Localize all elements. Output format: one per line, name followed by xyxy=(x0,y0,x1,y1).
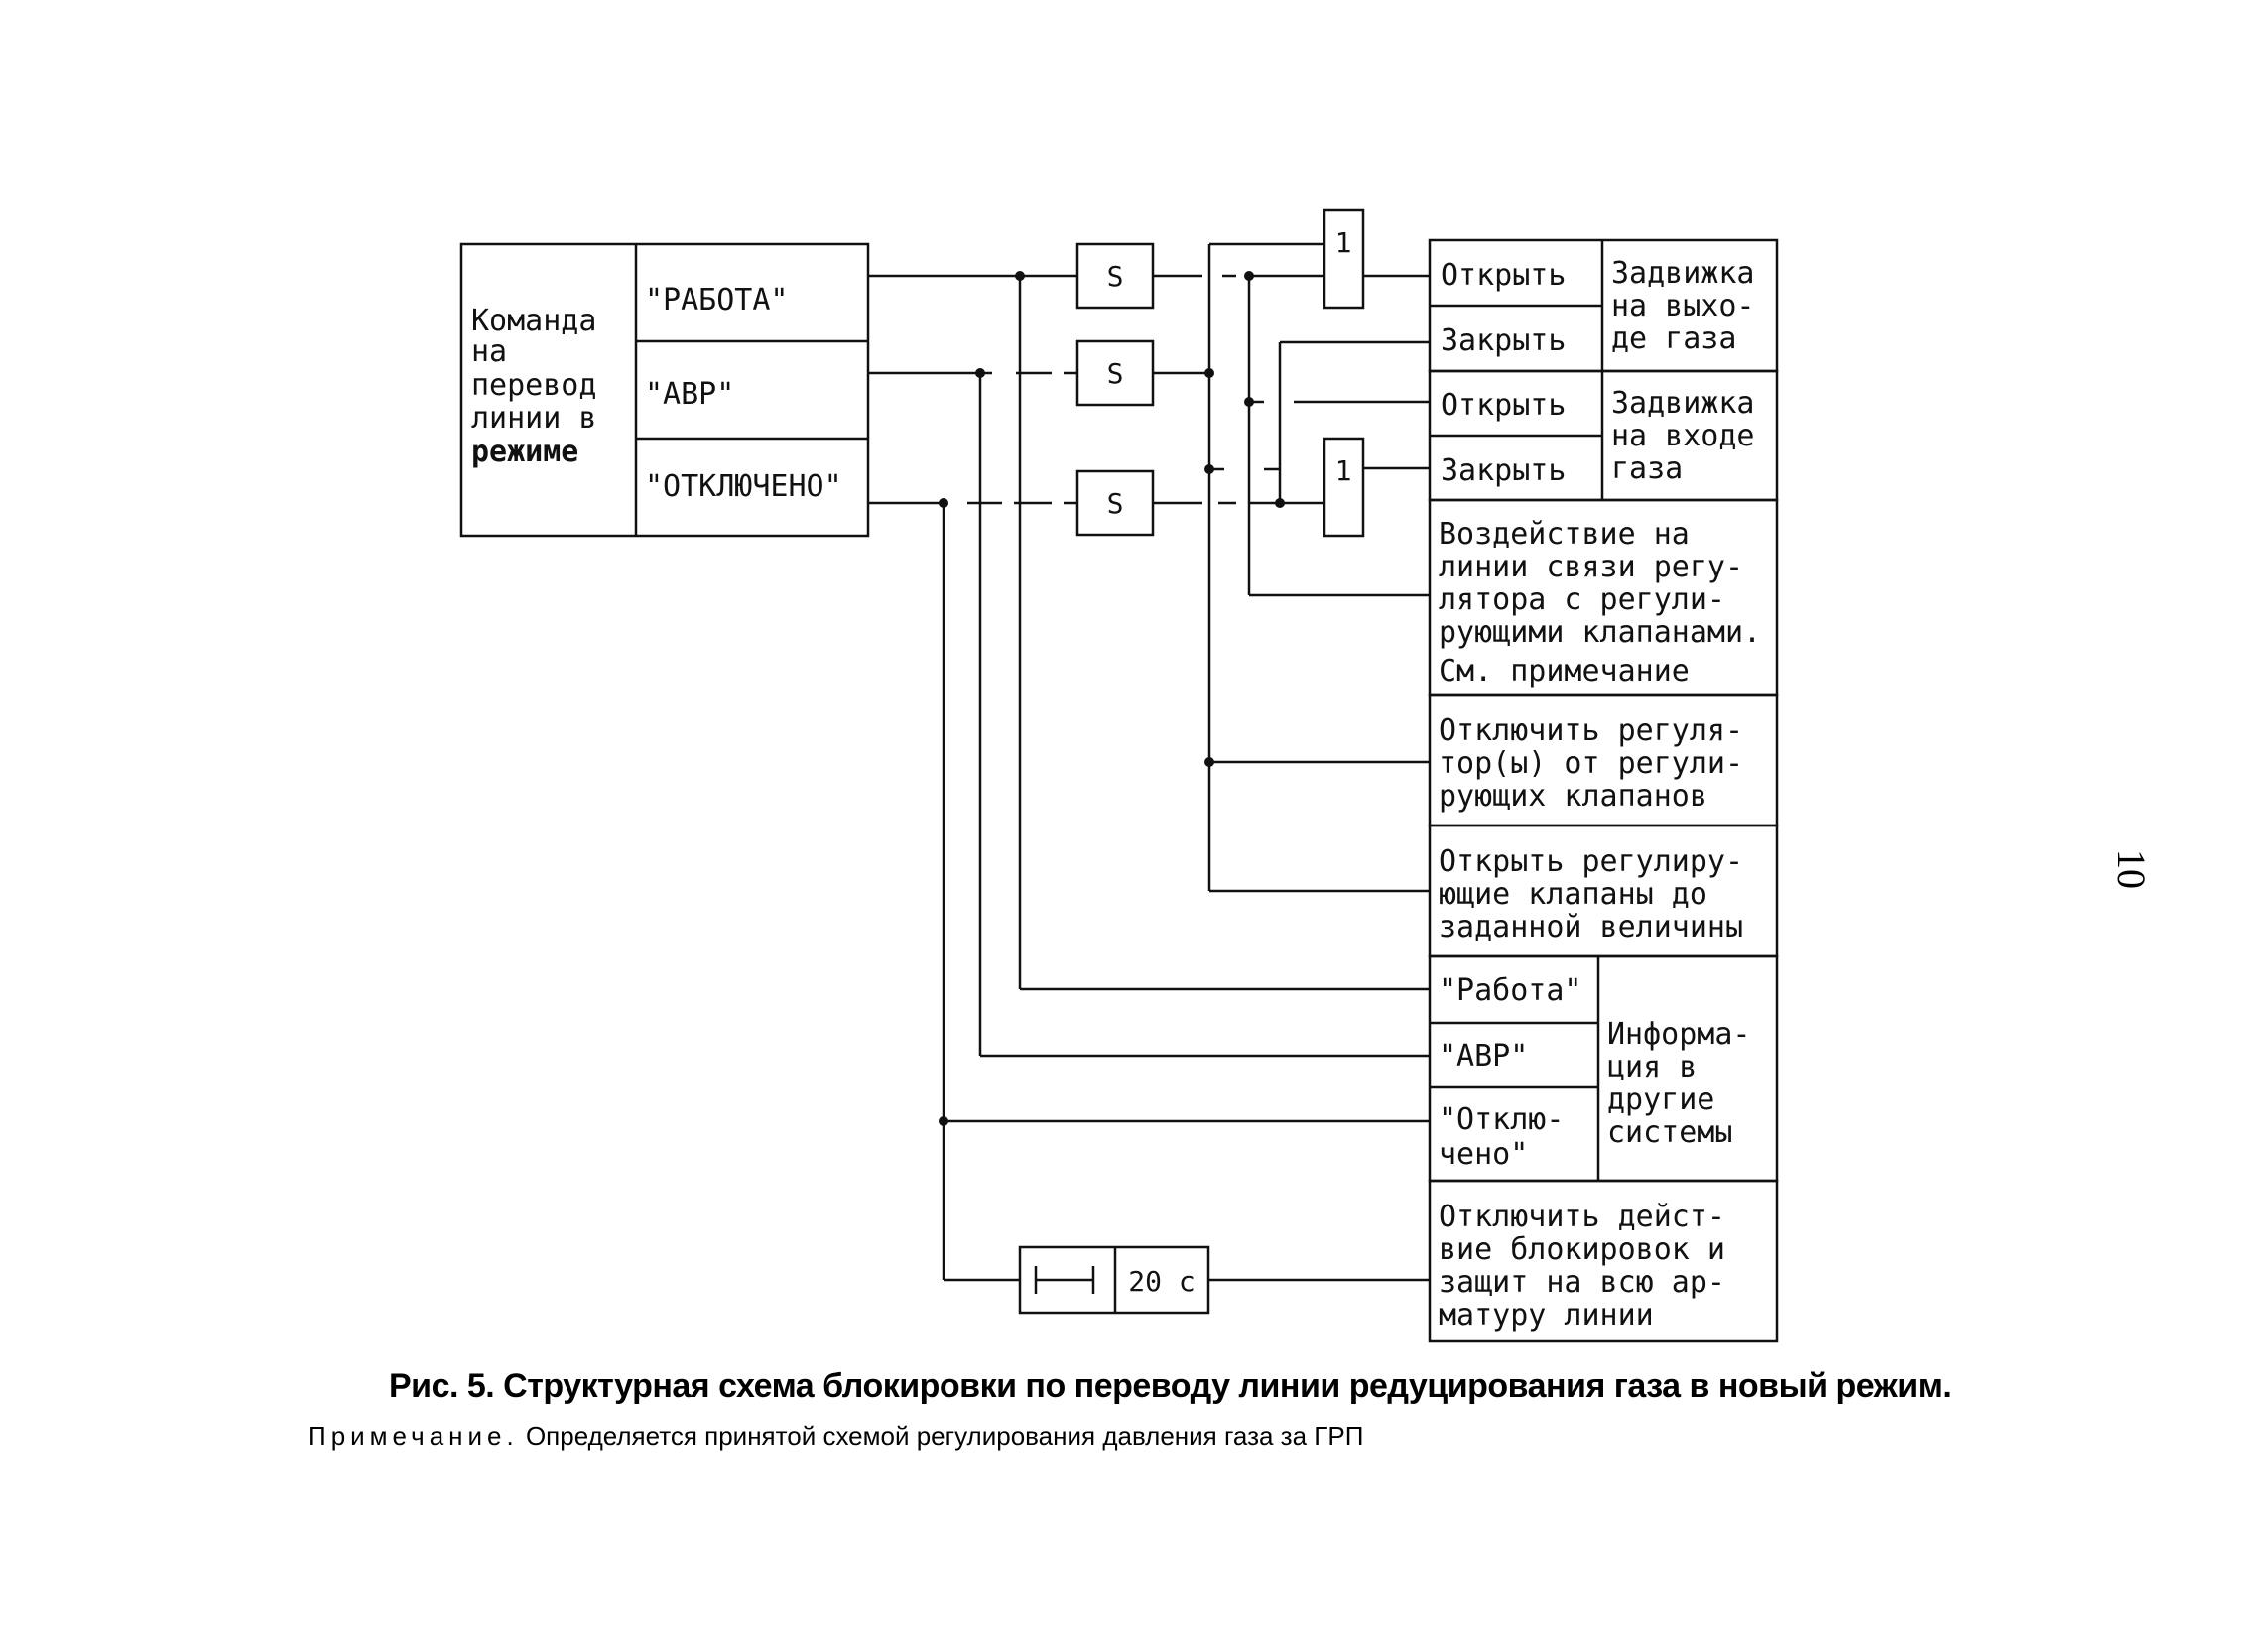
inlet-valve-line: газа xyxy=(1611,451,1683,486)
outlet-open-label: Открыть xyxy=(1441,258,1566,293)
regulator-link-line: рующими клапанами. xyxy=(1439,615,1761,650)
page-number: 10 xyxy=(2109,849,2154,889)
outlet-valve-line: на выхо- xyxy=(1611,289,1755,323)
info-avr-label: "АВР" xyxy=(1439,1039,1528,1074)
disable-locks-line: защит на всю ар- xyxy=(1439,1265,1725,1300)
info-systems-line: Информа- xyxy=(1607,1017,1751,1052)
open-valves-line: ющие клапаны до xyxy=(1439,877,1707,912)
mode-work-label: "РАБОТА" xyxy=(645,283,789,317)
junction-dot xyxy=(1244,397,1254,407)
disable-locks-line: матуру линии xyxy=(1439,1298,1654,1332)
or-gate-outlet-open xyxy=(1323,208,1365,310)
memory-label: S xyxy=(1107,357,1124,390)
or-label: 1 xyxy=(1335,454,1352,487)
outlet-close-label: Закрыть xyxy=(1441,323,1566,358)
junction-dot xyxy=(1204,464,1214,474)
info-systems-line: другие xyxy=(1607,1082,1714,1117)
regulator-link-line: Воздействие на xyxy=(1439,517,1690,552)
junction-dot xyxy=(1204,757,1214,767)
command-label-line: линии в xyxy=(471,401,596,436)
junction-dot xyxy=(1244,271,1254,281)
disable-locks-block xyxy=(1428,1179,1779,1343)
command-label-line: Команда xyxy=(471,304,596,338)
junction-dot xyxy=(1015,271,1025,281)
memory-label: S xyxy=(1107,487,1124,520)
info-off-line: чено" xyxy=(1439,1137,1528,1172)
disconnect-regulator-line: Отключить регуля- xyxy=(1439,713,1743,748)
inlet-valve-line: на входе xyxy=(1611,419,1755,453)
junction-dot xyxy=(939,1116,948,1126)
disconnect-regulator-line: тор(ы) от регули- xyxy=(1439,746,1743,781)
command-label-line: перевод xyxy=(471,368,596,403)
junction-dot xyxy=(939,498,948,508)
info-work-label: "Работа" xyxy=(1439,973,1582,1008)
command-label-line: режиме xyxy=(471,435,578,469)
regulator-link-line: лятора с регули- xyxy=(1439,582,1725,617)
inlet-open-label: Открыть xyxy=(1441,388,1566,423)
info-systems-line: системы xyxy=(1607,1115,1732,1150)
note-text: Определяется принятой схемой регулирован… xyxy=(525,1421,1364,1451)
inlet-close-label: Закрыть xyxy=(1441,453,1566,488)
mode-avr-label: "АВР" xyxy=(645,377,734,412)
command-label-line: на xyxy=(471,334,507,369)
junction-dot xyxy=(1275,498,1285,508)
regulator-link-line: См. примечание xyxy=(1439,654,1690,689)
disable-locks-line: вие блокировок и xyxy=(1439,1232,1725,1267)
outlet-valve-line: де газа xyxy=(1611,321,1736,356)
timer-label: 20 с xyxy=(1128,1265,1195,1298)
regulator-link-line: линии связи регу- xyxy=(1439,550,1743,584)
junction-dot xyxy=(975,368,985,378)
disconnect-regulator-line: рующих клапанов xyxy=(1439,779,1707,814)
memory-label: S xyxy=(1107,260,1124,293)
disable-locks-line: Отключить дейст- xyxy=(1439,1200,1725,1234)
open-valves-line: Открыть регулиру- xyxy=(1439,844,1743,879)
open-valves-line: заданной величины xyxy=(1439,910,1743,945)
info-systems-line: ция в xyxy=(1607,1050,1697,1084)
command-block xyxy=(459,242,870,538)
inlet-valve-line: Задвижка xyxy=(1611,386,1755,421)
note-label: Примечание. xyxy=(308,1421,519,1451)
or-gate-inlet-close xyxy=(1323,437,1365,538)
info-off-line: "Отклю- xyxy=(1439,1102,1564,1137)
mode-off-label: "ОТКЛЮЧЕНО" xyxy=(645,469,842,504)
or-label: 1 xyxy=(1335,226,1352,259)
figure-note: Примечание. Определяется принятой схемой… xyxy=(308,1421,1994,1452)
outlet-valve-line: Задвижка xyxy=(1611,256,1755,291)
figure-caption: Рис. 5. Структурная схема блокировки по … xyxy=(389,1367,1952,1405)
junction-dot xyxy=(1204,368,1214,378)
